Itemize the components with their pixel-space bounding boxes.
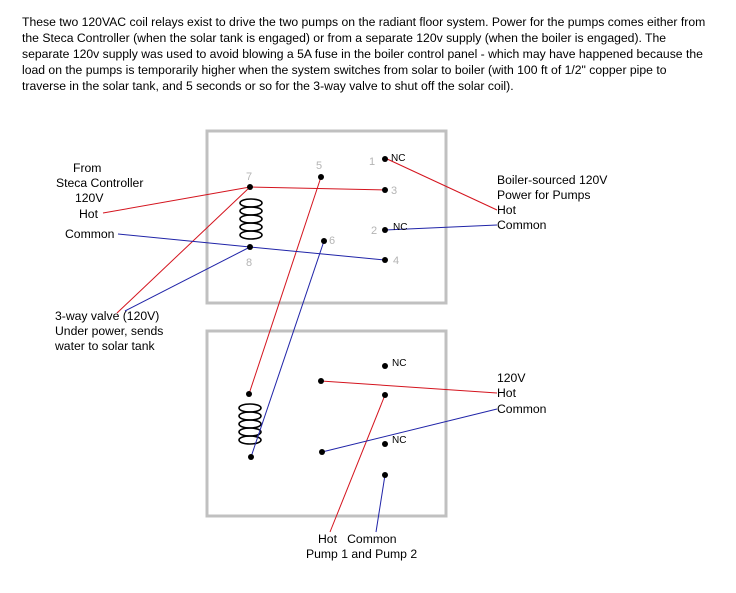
wire-steca-common — [117, 233, 251, 248]
pin-label-8: 8 — [246, 257, 252, 269]
pin-label-6: 6 — [329, 235, 335, 247]
wire-valve-hot — [116, 186, 251, 314]
terminal-2 — [382, 227, 388, 233]
pin-label-5: 5 — [316, 160, 322, 172]
intro-line: the Steca Controller (when the solar tan… — [22, 31, 667, 45]
intro-line: load on the pumps is temporarily higher … — [22, 63, 667, 77]
terminal-b6 — [382, 472, 388, 478]
wire-pump-hot — [329, 394, 386, 533]
label-boiler-hot: Hot — [497, 203, 517, 217]
terminal-b2 — [318, 378, 324, 384]
relay-box-top — [205, 129, 448, 305]
label-pump-wires: Hot Common — [318, 532, 397, 546]
wire-steca-hot — [102, 186, 251, 214]
terminal-6 — [321, 238, 327, 244]
label-valve-2: Under power, sends — [55, 324, 163, 338]
label-common-left: Common — [65, 227, 114, 241]
terminal-b5 — [319, 449, 325, 455]
terminal-b1 — [382, 363, 388, 369]
label-steca-voltage: 120V — [75, 191, 104, 205]
label-steca-controller: Steca Controller — [56, 176, 143, 190]
intro-text: These two 120VAC coil relays exist to dr… — [22, 14, 727, 94]
label-pump-names: Pump 1 and Pump 2 — [306, 547, 417, 561]
nc-label-bottom-1: NC — [392, 358, 406, 369]
terminal-b4 — [382, 441, 388, 447]
label-supply-voltage: 120V — [497, 371, 526, 385]
terminal-8 — [247, 244, 253, 250]
terminal-4 — [382, 257, 388, 263]
pin-label-3: 3 — [391, 185, 397, 197]
label-supply-common: Common — [497, 402, 546, 416]
label-boiler-1: Boiler-sourced 120V — [497, 173, 608, 187]
label-boiler-2: Power for Pumps — [497, 188, 590, 202]
wire-boiler-hot — [384, 157, 498, 211]
label-supply-hot: Hot — [497, 386, 517, 400]
relay-box-bottom — [205, 329, 448, 518]
coil-bottom-icon — [238, 403, 262, 445]
intro-line: traverse in the solar tank, and 5 second… — [22, 79, 514, 93]
nc-label-top-1: NC — [391, 153, 405, 164]
label-valve-3: water to solar tank — [54, 339, 155, 353]
wire-valve-common — [124, 246, 251, 312]
pin-label-7: 7 — [246, 171, 252, 183]
terminal-5 — [318, 174, 324, 180]
wire-supply-common — [321, 408, 498, 453]
label-steca-from: From — [73, 161, 101, 175]
wire-pin5-coil2 — [248, 176, 322, 395]
wire-pump-common — [375, 474, 386, 533]
coil-top-icon — [239, 198, 263, 240]
label-boiler-common: Common — [497, 218, 546, 232]
nc-label-bottom-2: NC — [392, 435, 406, 446]
label-steca-hot: Hot — [79, 207, 99, 221]
wire-boiler-common — [384, 224, 498, 231]
terminal-1 — [382, 156, 388, 162]
terminal-coil-b — [248, 454, 254, 460]
terminal-3 — [382, 187, 388, 193]
pin-label-1: 1 — [369, 156, 375, 168]
nc-label-top-2: NC — [393, 222, 407, 233]
wire-pin8-pin4 — [249, 246, 386, 261]
pin-label-4: 4 — [393, 255, 399, 267]
label-valve-1: 3-way valve (120V) — [55, 309, 159, 323]
terminal-7 — [247, 184, 253, 190]
intro-line: These two 120VAC coil relays exist to dr… — [22, 15, 706, 29]
wire-pin6-coil2 — [250, 240, 325, 458]
intro-line: separate 120v supply was used to avoid b… — [22, 47, 703, 61]
wire-supply-hot — [320, 380, 498, 394]
terminal-b3 — [382, 392, 388, 398]
terminal-coil-a — [246, 391, 252, 397]
pin-label-2: 2 — [371, 225, 377, 237]
